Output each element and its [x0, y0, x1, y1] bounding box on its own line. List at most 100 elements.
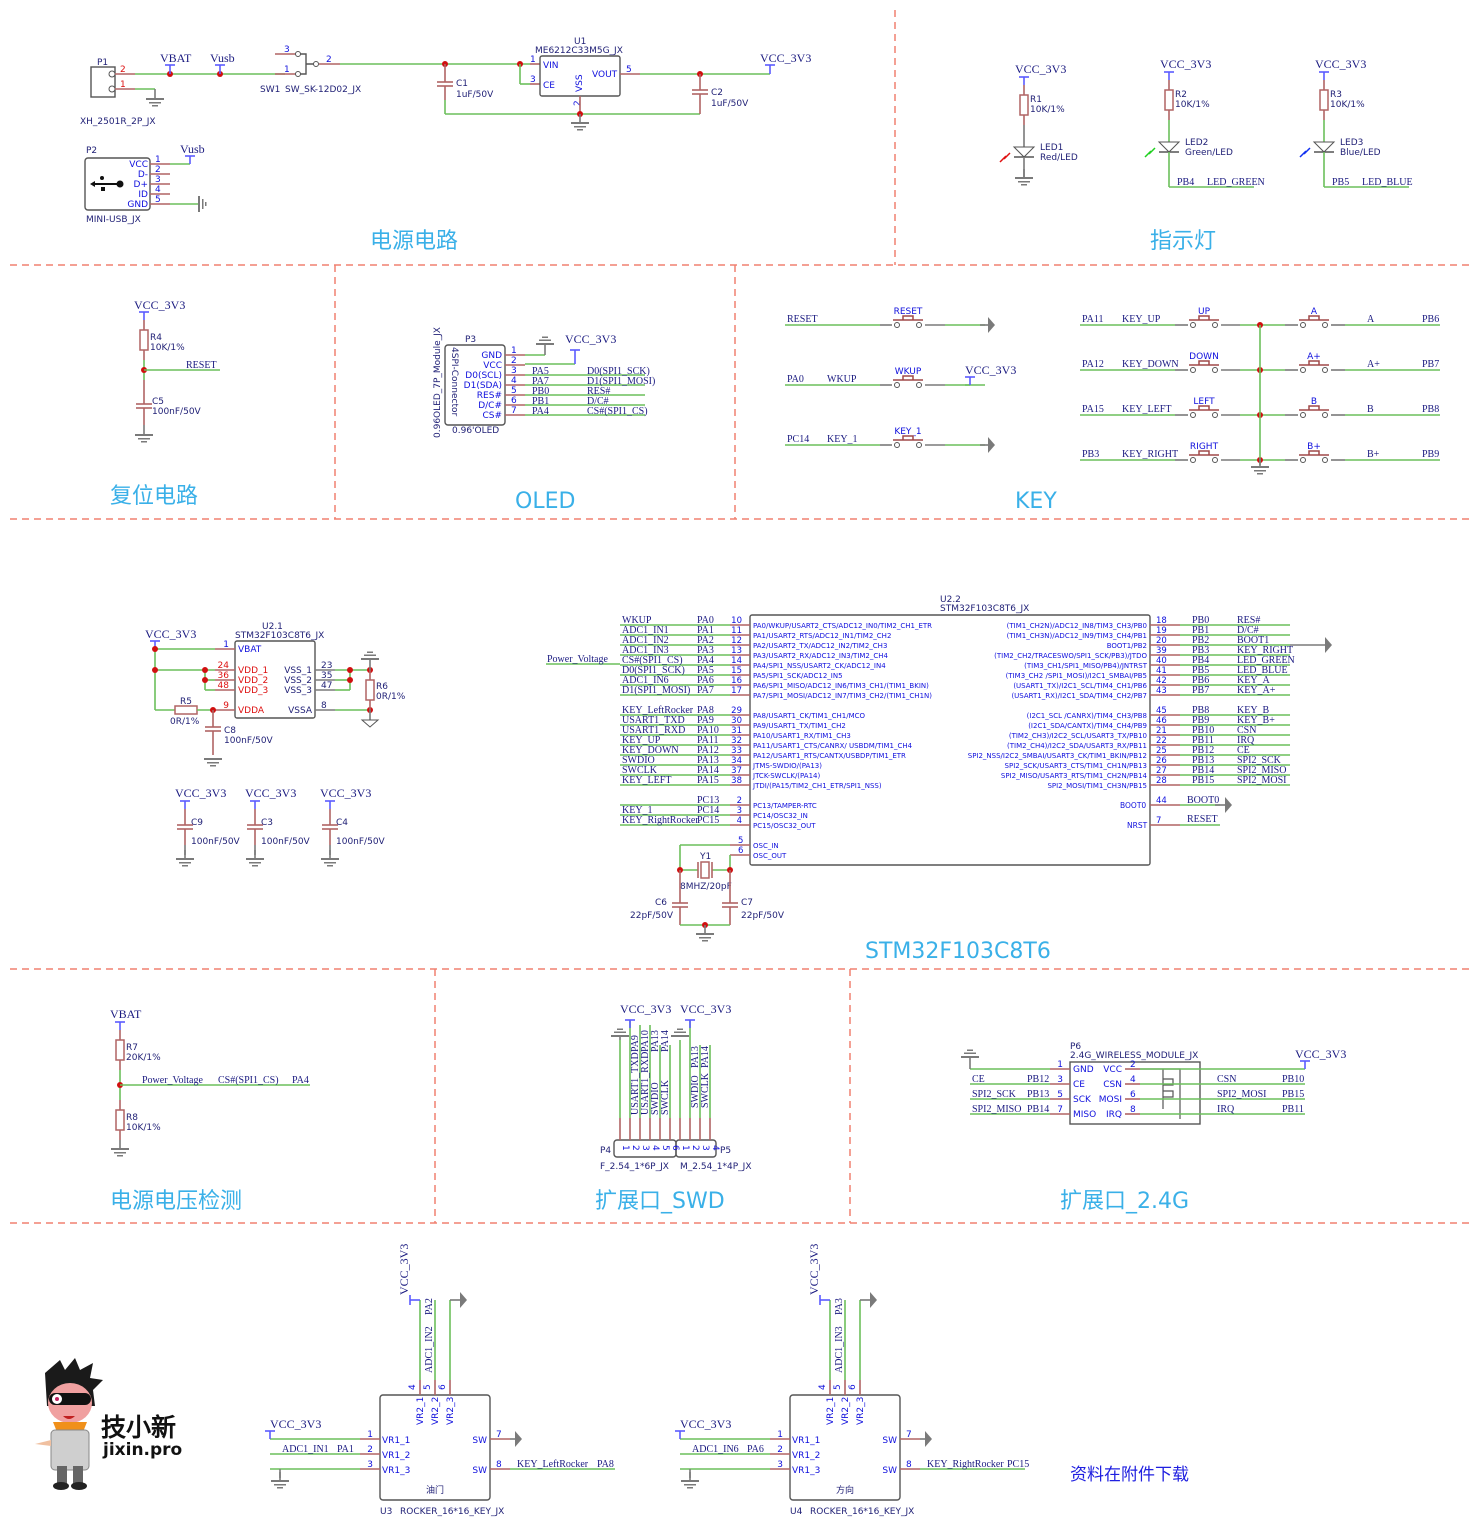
u21-pin-name: VSS_1 [284, 666, 312, 676]
mcu-pin-num: 39 [1156, 646, 1167, 656]
mcu-port: PC13 [697, 795, 719, 806]
mcu-pin-function: (TIM1_CH2N)/ADC12_IN8/TIM3_CH3/PB0 [1007, 622, 1147, 630]
p6-pin-name: SCK [1073, 1095, 1092, 1105]
rocker-pin-name: VR1_1 [792, 1436, 820, 1446]
p5-pin-num: 4 [710, 1145, 720, 1151]
p6-pin-name: CSN [1103, 1080, 1122, 1090]
key-label: B [1311, 397, 1317, 407]
mcu-pin-function: (TIM3_CH2 /SPI1_MOSI)/I2C1_SMBAI/PB5 [1006, 672, 1147, 680]
u1-pin-num: 5 [626, 65, 632, 75]
mcu-port: PB3 [1192, 645, 1209, 656]
button-contact [1212, 412, 1218, 418]
indicator-leds: VCC_3V3R110K/1%LED1Red/LEDVCC_3V3R210K/1… [999, 57, 1413, 188]
mcu-port: PB1 [1192, 625, 1209, 636]
mcu-port: PA6 [697, 675, 714, 686]
u21-pin-name: VDD_3 [238, 686, 268, 696]
button-contact [1300, 322, 1306, 328]
rocker-pin-num: 8 [906, 1460, 912, 1470]
mascot-icon [35, 1358, 103, 1490]
rocker-pin-name: VR2_2 [431, 1397, 441, 1425]
oled-port: PA4 [532, 406, 549, 417]
u21-pin-num: 9 [223, 701, 229, 711]
mcu-pin-num: 16 [731, 676, 742, 686]
rocker-title: 油门 [426, 1484, 444, 1496]
mcu-net: D/C# [1237, 625, 1259, 636]
button-contact [1300, 412, 1306, 418]
resistor-value: 10K/1% [1330, 100, 1365, 110]
led-icon [1157, 141, 1181, 153]
swd-port: PA13 [650, 1030, 661, 1052]
cap-value: 100nF/50V [336, 837, 386, 847]
key-label: RESET [894, 307, 923, 317]
antenna-icon [1140, 1068, 1181, 1119]
mcu-pin-function: BOOT1/PB2 [1107, 642, 1147, 650]
mcu-pin-num: 33 [731, 746, 742, 756]
rocker-pin-name: VR1_3 [792, 1466, 820, 1476]
key-label: A+ [1307, 352, 1321, 362]
key-port: PB9 [1422, 449, 1439, 460]
rocker-pin-name: VR2_2 [841, 1397, 851, 1425]
c5-value: 100nF/50V [152, 407, 202, 417]
resistor-ref: R3 [1330, 90, 1342, 100]
button-contact [916, 322, 922, 328]
mcu-pin-num: 28 [1156, 776, 1167, 786]
mcu-pin-function: PA0/WKUP/USART2_CTS/ADC12_IN0/TIM2_CH1_E… [753, 622, 932, 630]
button-contact [894, 442, 900, 448]
nrst-pin-name: NRST [1127, 821, 1148, 830]
mcu-net: KEY_A [1237, 675, 1271, 686]
mcu-port: PB2 [1192, 635, 1209, 646]
mcu-port: PA9 [697, 715, 714, 726]
u1-ref: U1 [574, 37, 586, 47]
mcu-net: LED_BLUE [1237, 665, 1288, 676]
u21-ref: U2.1 [262, 622, 283, 632]
mcu-pin-num: 42 [1156, 676, 1167, 686]
ground-icon [961, 1049, 979, 1058]
ground-icon [611, 1028, 629, 1037]
mcu-port: PB14 [1192, 765, 1214, 776]
r5-ref: R5 [180, 697, 192, 707]
rocker-pin-num: 6 [848, 1384, 858, 1390]
u21-pin-num: 24 [218, 661, 230, 671]
p6-pin-name: MOSI [1099, 1095, 1122, 1105]
ground-icon [536, 336, 554, 345]
p4-pin-num: 6 [670, 1145, 680, 1151]
button-contact [1300, 457, 1306, 463]
mcu-pin-function: JTDI/(PA15/TIM2_CH1_ETR/SPI1_NSS) [752, 782, 882, 790]
mcu-pin-function: (TIM2_CH4)/I2C2_SDA/USART3_RX/PB11 [1007, 742, 1147, 750]
section-title-power: 电源电路 [370, 229, 458, 254]
mcu-net: ADC1_IN6 [622, 675, 669, 686]
mcu-pin-num: 20 [1156, 636, 1167, 646]
led-net: LED_GREEN [1207, 177, 1265, 188]
rocker-pin-num: 3 [367, 1460, 373, 1470]
mcu-pin-num: 30 [731, 716, 742, 726]
resistor [1019, 94, 1029, 116]
rocker-pin-num: 4 [408, 1384, 418, 1390]
swd-net: USART1_TXD [630, 1052, 641, 1115]
oled-net: RES# [587, 386, 610, 397]
wireless-net: CSN [1217, 1074, 1236, 1085]
vcc-3v3-net: VCC_3V3 [270, 1417, 321, 1431]
wireless-port: PB15 [1282, 1089, 1304, 1100]
mcu-port: PB9 [1192, 715, 1209, 726]
c7-value: 22pF/50V [741, 911, 785, 921]
mcu-net: SPI2_MOSI [1237, 775, 1286, 786]
button-contact [1322, 367, 1328, 373]
swd-net: SWDIO [690, 1075, 701, 1108]
mcu-pin-function: SPI2_NSS/I2C2_SMBAI/USART3_CK/TIM1_BKIN/… [968, 752, 1147, 760]
mcu-pin-function: PA8/USART1_CK/TIM1_CH1/MCO [753, 712, 866, 720]
rocker-pin-num: 6 [438, 1384, 448, 1390]
rocker-net: KEY_RightRocker [927, 1459, 1004, 1470]
p4-part: F_2.54_1*6P_JX [600, 1162, 669, 1172]
resistor-ref: R1 [1030, 95, 1042, 105]
p5-pin-num: 3 [700, 1145, 710, 1151]
led-icon [1012, 146, 1036, 158]
u1-pin-num: 1 [530, 55, 536, 65]
rocker-net: ADC1_IN1 [282, 1444, 329, 1455]
led-icon [1312, 141, 1336, 153]
mcu-net: KEY_A+ [1237, 685, 1276, 696]
cs-net: CS#(SPI1_CS) [218, 1075, 279, 1086]
